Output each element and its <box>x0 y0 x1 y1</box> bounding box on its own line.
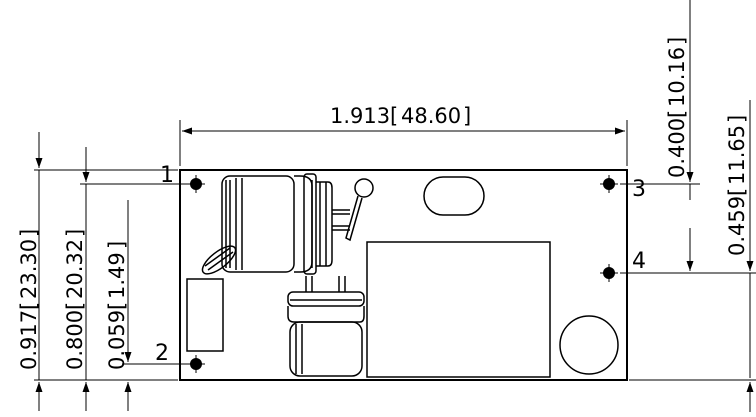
pin3-offset-mm: 10.16 <box>665 47 689 107</box>
pin4-offset-mm: 11.65 <box>725 125 749 185</box>
bracket-open: [ <box>105 302 129 310</box>
capacitor-vertical <box>287 276 365 377</box>
crystal-component <box>201 245 237 275</box>
pin-spacing-label: 0.800 [ 20.32 ] <box>63 229 87 370</box>
total-height-label: 0.917 [ 23.30 ] <box>17 229 41 370</box>
pin-2-hole <box>187 355 205 373</box>
oval-slot <box>423 176 485 216</box>
bracket-close: ] <box>665 37 689 45</box>
bracket-open: [ <box>17 302 41 310</box>
total-height-inch: 0.917 <box>17 310 41 370</box>
bracket-open: [ <box>63 302 87 310</box>
pin3-offset-label: 0.400 [ 10.16 ] <box>665 37 689 178</box>
width-label: 1.913 [ 48.60 ] <box>330 104 471 128</box>
pin-3-label: 3 <box>632 177 646 202</box>
pin-1-label: 1 <box>160 163 174 188</box>
pin4-offset-label: 0.459 [ 11.65 ] <box>725 115 749 256</box>
pin-1-hole <box>187 175 205 193</box>
pin-3-hole <box>600 175 618 193</box>
bracket-close: ] <box>63 229 87 237</box>
pin-2-label: 2 <box>155 341 169 366</box>
width-dimension <box>179 120 628 166</box>
total-height-mm: 23.30 <box>17 239 41 299</box>
pin-offset-inch: 0.059 <box>105 310 129 370</box>
pin4-offset-inch: 0.459 <box>725 196 749 256</box>
pin-4-hole <box>600 264 618 282</box>
capacitor-horizontal <box>221 173 350 275</box>
right-extension-lines <box>620 183 756 381</box>
resistor-block <box>186 278 224 352</box>
pin-offset-label: 0.059 [ 1.49 ] <box>105 241 129 370</box>
bracket-close: ] <box>105 241 129 249</box>
width-mm: 48.60 <box>401 104 461 128</box>
width-inch: 1.913 <box>330 104 390 128</box>
bracket-open: [ <box>665 110 689 118</box>
transformer-block <box>366 241 551 378</box>
pin-spacing-mm: 20.32 <box>63 239 87 299</box>
bracket-open: [ <box>390 104 398 128</box>
round-component <box>559 315 619 375</box>
pin3-offset-inch: 0.400 <box>665 118 689 178</box>
bracket-close: ] <box>463 104 471 128</box>
pin-offset-mm: 1.49 <box>105 252 129 299</box>
pin-spacing-inch: 0.800 <box>63 310 87 370</box>
pcb-outline <box>179 169 628 381</box>
left-extension-lines <box>34 169 188 381</box>
bracket-close: ] <box>725 115 749 123</box>
pin-4-label: 4 <box>632 249 646 274</box>
bracket-open: [ <box>725 188 749 196</box>
bracket-close: ] <box>17 229 41 237</box>
small-component <box>345 178 374 242</box>
